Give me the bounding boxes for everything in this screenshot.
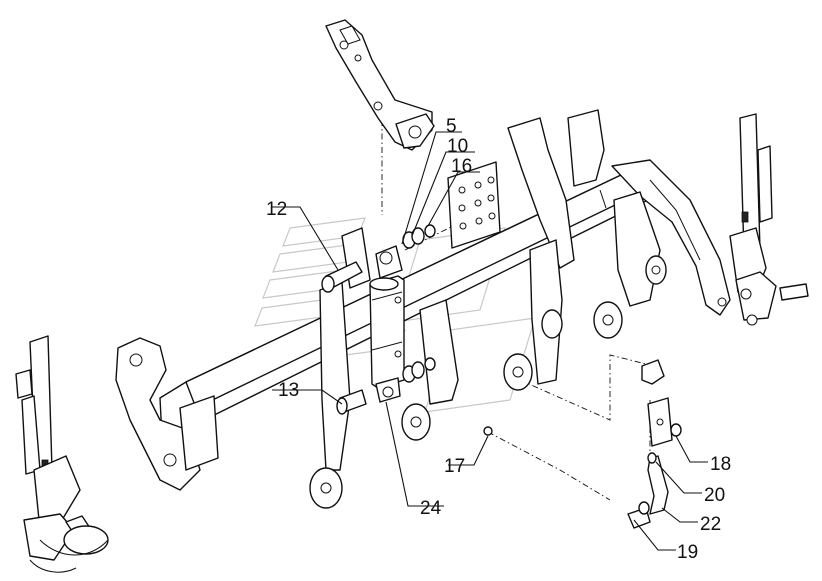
lower-bushings xyxy=(402,357,436,383)
label-24: 24 xyxy=(420,498,442,519)
top-link-arm xyxy=(325,19,435,151)
mounting-plate xyxy=(447,161,501,249)
label-5: 5 xyxy=(446,116,457,137)
right-swing-arm xyxy=(611,159,731,316)
ball-17 xyxy=(483,426,493,436)
label-17: 17 xyxy=(444,456,465,477)
pin-12 xyxy=(321,261,363,293)
pipe-20 xyxy=(647,452,669,515)
label-19: 19 xyxy=(677,542,698,563)
flanges xyxy=(309,255,667,509)
label-22: 22 xyxy=(700,514,721,535)
label-13: 13 xyxy=(278,380,299,401)
right-tower xyxy=(729,113,809,326)
leader-lines xyxy=(272,131,708,551)
label-18: 18 xyxy=(710,454,731,475)
label-12: 12 xyxy=(266,199,287,220)
left-bracket xyxy=(115,337,219,491)
label-10: 10 xyxy=(447,136,468,157)
valve-block xyxy=(641,359,682,447)
elbow-19 xyxy=(627,501,651,529)
hydraulic-cylinder xyxy=(369,245,405,403)
left-tower xyxy=(15,335,109,573)
frame-uprights xyxy=(319,109,661,471)
callout-labels: 5 10 16 12 13 17 18 20 22 19 24 xyxy=(266,116,731,563)
label-20: 20 xyxy=(704,485,725,506)
upper-bushings xyxy=(402,224,436,249)
label-16: 16 xyxy=(451,156,472,177)
